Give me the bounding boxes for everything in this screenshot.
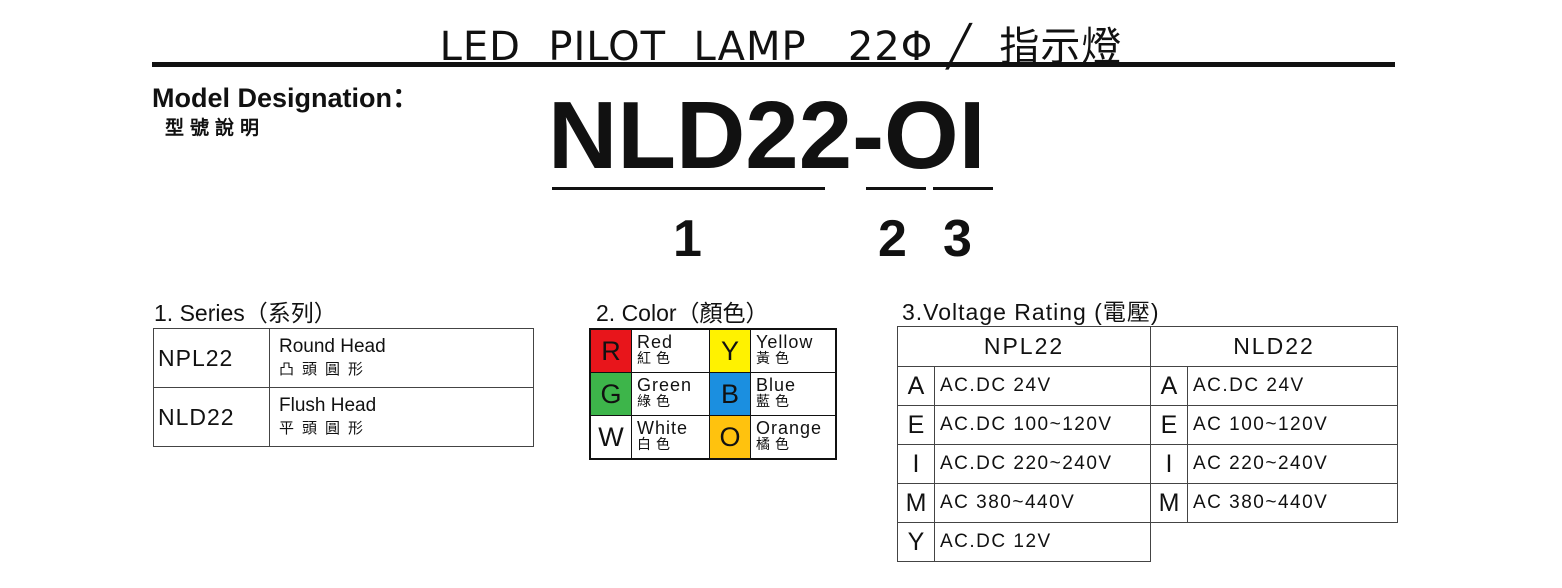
color-name-en: Blue (756, 375, 797, 395)
voltage-code: Y (897, 522, 935, 562)
series-code: NPL22 (153, 328, 270, 388)
voltage-table: NPL22 NLD22 A AC.DC 24V A AC.DC 24V E AC… (897, 326, 1398, 562)
color-swatch: Y (709, 328, 751, 373)
color-name-zh: 藍色 (756, 394, 794, 410)
table-row: G Green 綠色 B Blue 藍色 (589, 372, 837, 416)
color-name-zh: 橘色 (756, 437, 794, 453)
voltage-code: E (1150, 405, 1188, 445)
color-table: R Red 紅色 Y Yellow 黃色 G Green 綠色 B Blue 藍… (589, 328, 837, 460)
color-name-en: Green (637, 375, 693, 395)
table-row: I AC.DC 220~240V I AC 220~240V (897, 444, 1398, 484)
model-designation-label-zh: 型號說明 (165, 117, 266, 139)
series-table: NPL22 Round Head 凸頭圓形 NLD22 Flush Head 平… (153, 328, 534, 447)
model-code: NLD22-OI (548, 82, 986, 189)
color-name-zh: 白色 (637, 437, 675, 453)
voltage-value: AC.DC 100~120V (934, 405, 1151, 445)
color-name-en: White (637, 418, 689, 438)
voltage-code: A (1150, 366, 1188, 406)
part-1-underline (552, 187, 825, 190)
table-row: R Red 紅色 Y Yellow 黃色 (589, 328, 837, 373)
color-swatch: R (589, 328, 632, 373)
color-name: White 白色 (631, 415, 710, 460)
voltage-header-npl22: NPL22 (897, 326, 1151, 367)
voltage-code: M (1150, 483, 1188, 523)
color-name: Blue 藍色 (750, 372, 837, 416)
voltage-code: E (897, 405, 935, 445)
table-row: NPL22 Round Head 凸頭圓形 (153, 328, 534, 388)
voltage-code: I (897, 444, 935, 484)
color-name-en: Yellow (756, 332, 814, 352)
voltage-value: AC.DC 220~240V (934, 444, 1151, 484)
color-name-en: Red (637, 332, 674, 352)
voltage-value: AC 380~440V (1187, 483, 1398, 523)
color-swatch: W (589, 415, 632, 460)
color-name-en: Orange (756, 418, 823, 438)
series-code: NLD22 (153, 387, 270, 447)
table-row: A AC.DC 24V A AC.DC 24V (897, 366, 1398, 406)
series-section-title: 1. Series（系列） (154, 300, 337, 326)
color-name-zh: 綠色 (637, 394, 675, 410)
color-swatch: G (589, 372, 632, 416)
color-name: Orange 橘色 (750, 415, 837, 460)
series-description: Round Head 凸頭圓形 (269, 328, 534, 388)
voltage-value: AC 100~120V (1187, 405, 1398, 445)
color-name-zh: 紅色 (637, 351, 675, 367)
color-swatch: B (709, 372, 751, 416)
voltage-section-title: 3.Voltage Rating (電壓) (902, 299, 1160, 325)
voltage-value: AC 380~440V (934, 483, 1151, 523)
color-name: Green 綠色 (631, 372, 710, 416)
title-divider (152, 62, 1395, 67)
part-3-underline (933, 187, 993, 190)
series-description: Flush Head 平頭圓形 (269, 387, 534, 447)
part-number-1: 1 (673, 210, 702, 268)
empty-cell (1151, 523, 1398, 562)
series-desc-zh: 凸頭圓形 (279, 360, 372, 378)
part-2-underline (866, 187, 926, 190)
part-number-2: 2 (878, 210, 907, 268)
voltage-code: I (1150, 444, 1188, 484)
table-row: M AC 380~440V M AC 380~440V (897, 483, 1398, 523)
color-name: Red 紅色 (631, 328, 710, 373)
table-header-row: NPL22 NLD22 (897, 326, 1398, 367)
voltage-value: AC.DC 24V (1187, 366, 1398, 406)
model-designation-label: Model Designation： (152, 83, 420, 113)
color-name-zh: 黃色 (756, 351, 794, 367)
voltage-header-nld22: NLD22 (1150, 326, 1398, 367)
table-row: Y AC.DC 12V (897, 522, 1398, 562)
color-swatch: O (709, 415, 751, 460)
color-section-title: 2. Color（顏色） (596, 300, 769, 326)
series-desc-zh: 平頭圓形 (279, 419, 372, 437)
voltage-code: A (897, 366, 935, 406)
part-number-3: 3 (943, 210, 972, 268)
color-name: Yellow 黃色 (750, 328, 837, 373)
table-row: NLD22 Flush Head 平頭圓形 (153, 387, 534, 447)
voltage-value: AC.DC 12V (934, 522, 1151, 562)
series-desc-en: Round Head (279, 336, 386, 357)
table-row: W White 白色 O Orange 橘色 (589, 415, 837, 460)
voltage-value: AC.DC 24V (934, 366, 1151, 406)
table-row: E AC.DC 100~120V E AC 100~120V (897, 405, 1398, 445)
voltage-code: M (897, 483, 935, 523)
series-desc-en: Flush Head (279, 395, 377, 416)
voltage-value: AC 220~240V (1187, 444, 1398, 484)
